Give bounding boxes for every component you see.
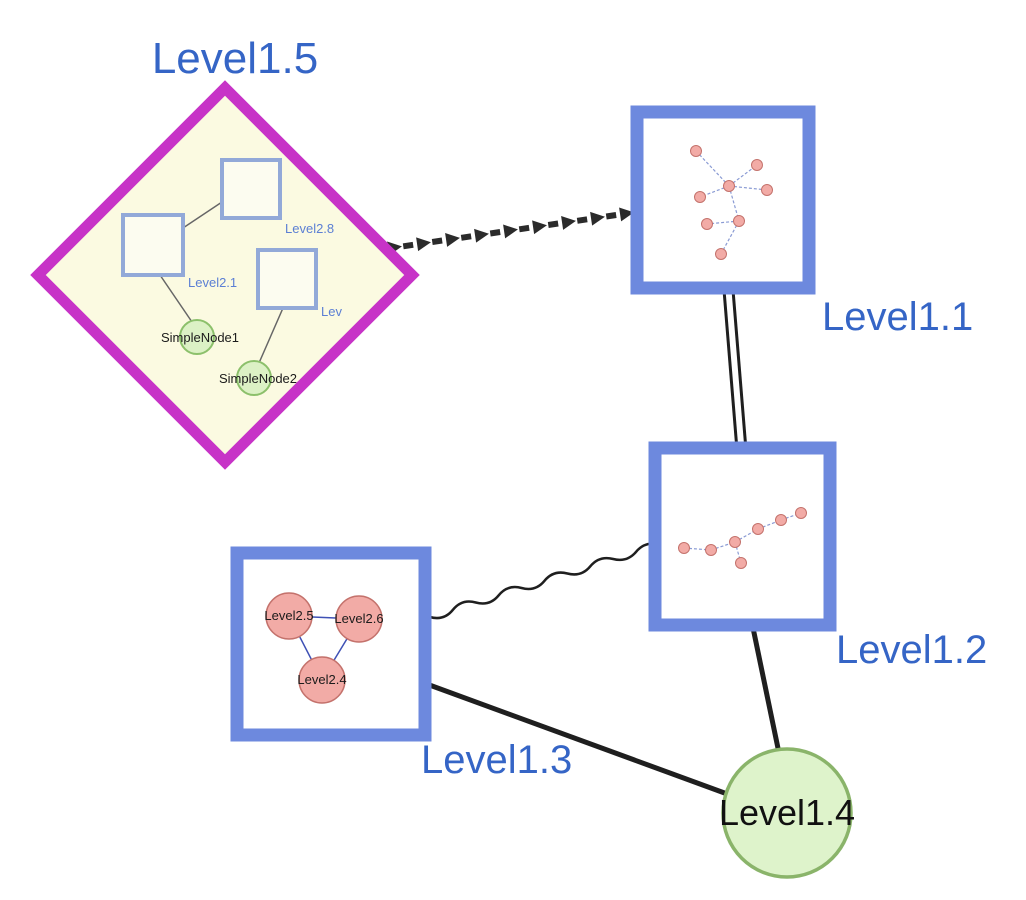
node-level1-4[interactable]: Level1.4 bbox=[719, 747, 855, 879]
inner-edge-lev-simplenode2 bbox=[258, 307, 284, 364]
mini-node bbox=[694, 191, 706, 203]
mini-node bbox=[723, 180, 735, 192]
mini-node bbox=[701, 218, 713, 230]
inner-node-simplenode2[interactable] bbox=[236, 360, 272, 396]
inner-label-level2-1: Level2.1 bbox=[188, 275, 237, 290]
mini-node bbox=[733, 215, 745, 227]
inner-node-level2-8[interactable] bbox=[220, 158, 282, 220]
level1-3-box[interactable] bbox=[230, 546, 432, 742]
inner-node-lev[interactable] bbox=[256, 248, 318, 310]
inner-node-level2-1[interactable] bbox=[121, 213, 185, 277]
label-level1-1: Level1.1 bbox=[822, 295, 973, 339]
inner-label-level2-8: Level2.8 bbox=[285, 221, 334, 236]
inner-node-level2-5[interactable] bbox=[265, 592, 313, 640]
edge-level15-level11-dashed-arrow bbox=[373, 205, 635, 258]
diamond-shape[interactable] bbox=[30, 80, 420, 470]
inner-edge-level28-level21 bbox=[182, 201, 223, 229]
level1-2-inner-graph bbox=[678, 507, 807, 569]
mini-node bbox=[761, 184, 773, 196]
level1-4-circle[interactable] bbox=[721, 747, 853, 879]
label-level1-5: Level1.5 bbox=[152, 34, 318, 83]
inner-node-level2-6[interactable] bbox=[335, 595, 383, 643]
inner-label-lev: Lev bbox=[321, 304, 342, 319]
inner-node-level2-4[interactable] bbox=[298, 656, 346, 704]
edge-level13-level12-wavy-line bbox=[429, 542, 660, 620]
node-level1-2[interactable] bbox=[648, 441, 837, 632]
mini-node bbox=[690, 145, 702, 157]
label-level1-3: Level1.3 bbox=[421, 738, 572, 782]
node-level1-1[interactable] bbox=[630, 105, 816, 295]
mini-node bbox=[729, 536, 741, 548]
inner-label-level2-6: Level2.6 bbox=[334, 611, 383, 626]
label-level1-2: Level1.2 bbox=[836, 628, 987, 672]
inner-label-simplenode2: SimpleNode2 bbox=[219, 371, 297, 386]
node-level1-3[interactable]: Level2.5 Level2.6 Level2.4 bbox=[230, 546, 432, 742]
inner-node-simplenode1[interactable] bbox=[179, 319, 215, 355]
mini-node bbox=[715, 248, 727, 260]
inner-label-level2-5: Level2.5 bbox=[264, 608, 313, 623]
edge-level11-level12-double-line bbox=[722, 289, 748, 451]
label-level1-4: Level1.4 bbox=[719, 792, 855, 833]
mini-node bbox=[752, 523, 764, 535]
mini-node bbox=[795, 507, 807, 519]
mini-node bbox=[705, 544, 717, 556]
mini-node bbox=[775, 514, 787, 526]
mini-node bbox=[751, 159, 763, 171]
node-level1-5-diamond-group[interactable]: Level2.8 Level2.1 Lev SimpleNode1 Simple… bbox=[30, 80, 420, 470]
level1-2-box[interactable] bbox=[648, 441, 837, 632]
level1-1-box[interactable] bbox=[630, 105, 816, 295]
inner-label-level2-4: Level2.4 bbox=[297, 672, 346, 687]
edge-level13-level14-line bbox=[423, 680, 731, 798]
inner-label-simplenode1: SimpleNode1 bbox=[161, 330, 239, 345]
mini-node bbox=[735, 557, 747, 569]
mini-node bbox=[678, 542, 690, 554]
edge-level12-level14-line bbox=[749, 622, 782, 754]
inner-edge-level21-simplenode1 bbox=[159, 274, 193, 323]
level1-1-inner-graph bbox=[690, 145, 773, 260]
